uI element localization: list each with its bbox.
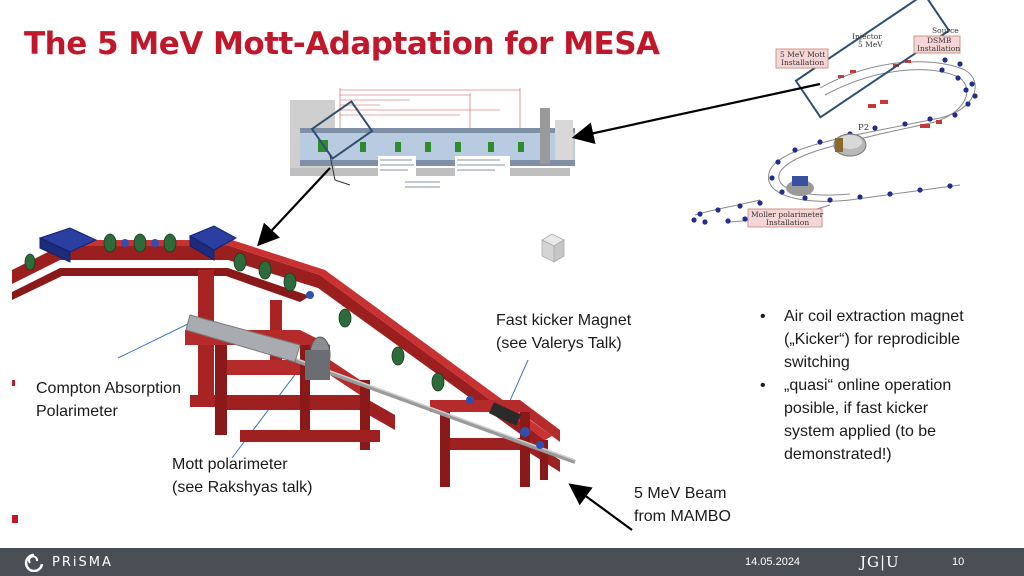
technical-drawing xyxy=(290,88,575,188)
beam-line2: from MAMBO xyxy=(634,508,731,525)
mott-highlight-box xyxy=(794,0,951,119)
compton-line2: Polarimeter xyxy=(36,403,118,420)
footer-bar: PRiSMA 14.05.2024 JG|U 10 xyxy=(0,548,1024,576)
prisma-brand: PRiSMA xyxy=(52,555,113,570)
moller-installation-label: Installation xyxy=(766,218,809,227)
compton-label: Compton Absorption Polarimeter xyxy=(36,377,181,423)
mott-install-label: 5 MeV Mott xyxy=(780,50,825,59)
arrow-drawing-to-model xyxy=(256,167,331,247)
beamline-3d-model xyxy=(12,225,576,523)
slide-title: The 5 MeV Mott-Adaptation for MESA xyxy=(24,26,660,62)
pointer-mott xyxy=(231,367,301,459)
beam-label: 5 MeV Beam from MAMBO xyxy=(634,482,731,528)
fast-kicker-line2: (see Valerys Talk) xyxy=(496,335,622,352)
mott-line1: Mott polarimeter xyxy=(172,456,288,473)
injector-label: Injector xyxy=(852,32,882,41)
cube-icon xyxy=(541,233,565,263)
page-number: 10 xyxy=(952,556,965,568)
p2-target xyxy=(833,133,867,157)
mott-install-sub-label: Installation xyxy=(781,58,824,67)
moller-device xyxy=(786,176,814,196)
dsmb-installation-label: Installation xyxy=(917,44,960,53)
source-label: Source xyxy=(932,26,959,35)
overview-labels: Injector 5 MeV Source DSMB Installation … xyxy=(747,26,961,228)
mesa-overview-diagram: Injector 5 MeV Source DSMB Installation … xyxy=(691,0,978,228)
fast-kicker-line1: Fast kicker Magnet xyxy=(496,312,632,329)
arrow-beam xyxy=(568,483,633,531)
dsmb-label: DSMB xyxy=(927,36,952,45)
p2-label: P2 xyxy=(858,123,869,133)
pointer-compton xyxy=(117,321,193,359)
bullet-item: „quasi“ online operation posible, if fas… xyxy=(756,374,966,466)
compton-line1: Compton Absorption xyxy=(36,380,181,397)
bullet-list: Air coil extraction magnet („Kicker“) fo… xyxy=(756,305,966,466)
footer-date: 14.05.2024 xyxy=(745,556,801,568)
slide-illustrations: Injector 5 MeV Source DSMB Installation … xyxy=(12,0,978,531)
mott-label: Mott polarimeter (see Rakshyas talk) xyxy=(172,453,313,499)
bullet-item: Air coil extraction magnet („Kicker“) fo… xyxy=(756,305,966,374)
university-logo: JG|U xyxy=(860,553,900,571)
arrow-overview-to-drawing xyxy=(571,82,821,145)
injector-energy-label: 5 MeV xyxy=(858,40,883,49)
fast-kicker-label: Fast kicker Magnet (see Valerys Talk) xyxy=(496,309,631,355)
moller-label: Moller polarimeter xyxy=(751,210,824,219)
beam-line1: 5 MeV Beam xyxy=(634,485,727,502)
mott-line2: (see Rakshyas talk) xyxy=(172,479,313,496)
prisma-logo-icon xyxy=(24,553,44,572)
